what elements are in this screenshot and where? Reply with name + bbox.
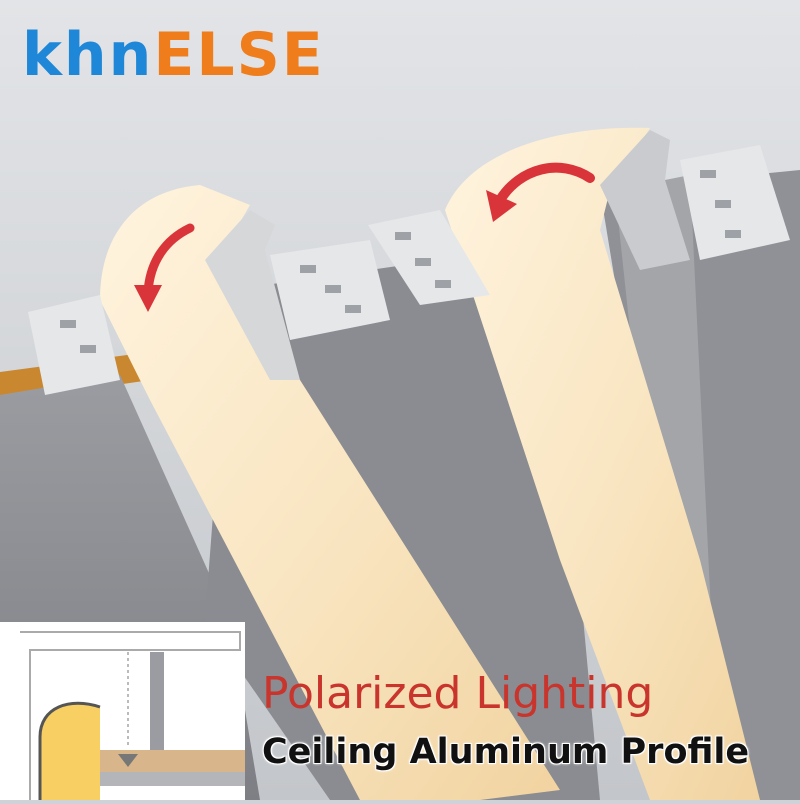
arrow-right-icon — [495, 162, 595, 205]
arrow-right-head — [486, 190, 517, 222]
profile-left-edge — [205, 210, 300, 380]
brand-logo-blue: khn — [22, 20, 154, 90]
cross-section-inset — [0, 622, 245, 800]
brand-logo: khnELSE — [22, 20, 325, 90]
bracket-slots — [60, 170, 741, 353]
profile-right-edge — [600, 130, 690, 270]
arrow-left-icon — [143, 223, 195, 297]
profile-left-glow — [100, 185, 560, 800]
headline: Polarized Lighting — [262, 668, 654, 719]
profile-right-glow — [445, 127, 760, 800]
bracket-left — [28, 295, 120, 395]
brand-logo-orange: ELSE — [153, 20, 325, 90]
cross-section-diagram — [0, 622, 245, 800]
arrow-left-head — [134, 285, 162, 312]
subline: Ceiling Aluminum Profile — [262, 732, 750, 772]
